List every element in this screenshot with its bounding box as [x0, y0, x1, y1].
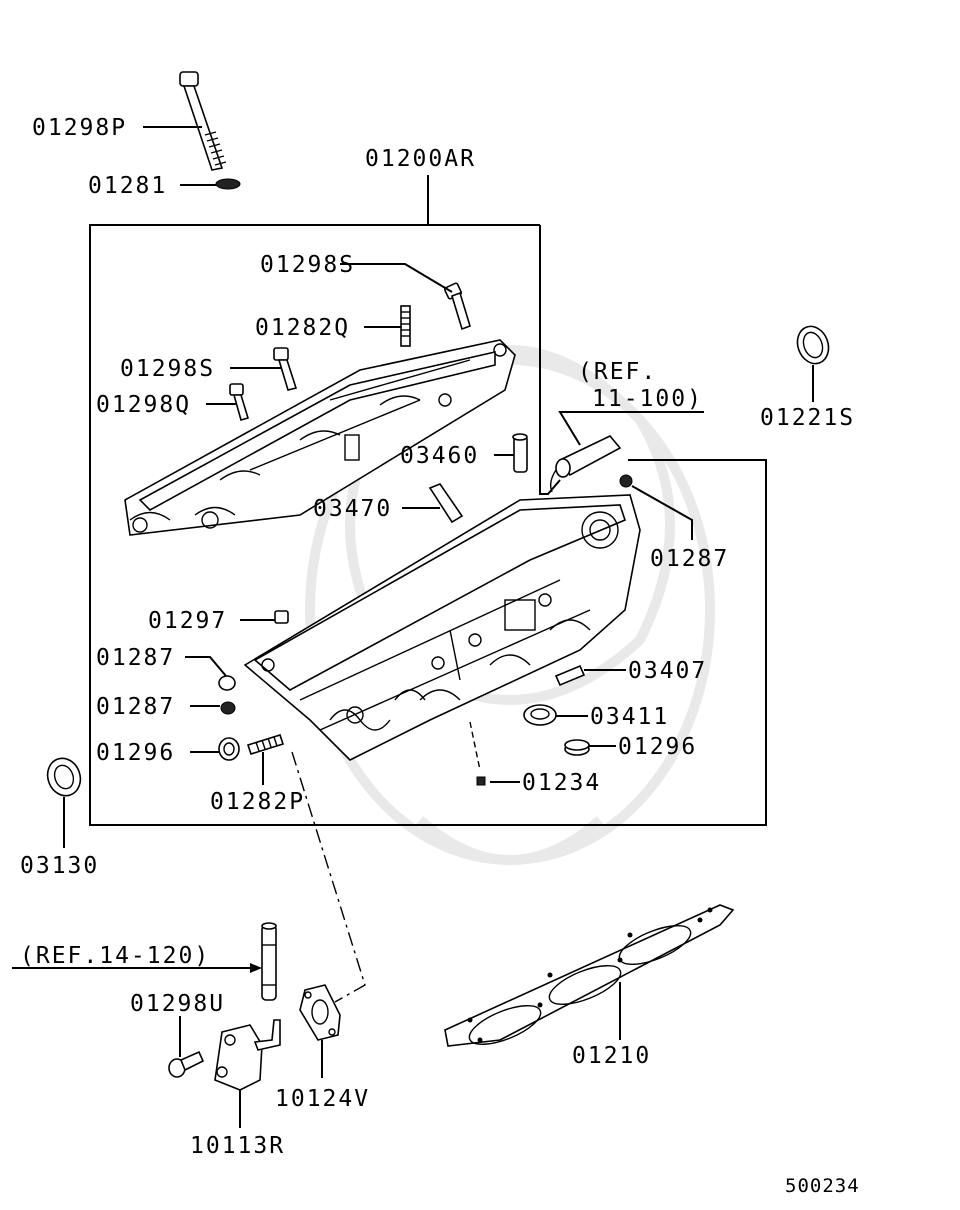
sensor-ref-11-100[interactable] [549, 435, 622, 493]
label-03130: 03130 [20, 853, 99, 879]
label-01287-b: 01287 [96, 694, 175, 720]
bolt-01298U[interactable] [168, 1050, 205, 1078]
head-bolt-01298P[interactable] [179, 71, 227, 171]
assembly-bracket [89, 224, 767, 826]
label-01200AR: 01200AR [365, 146, 476, 172]
diagram-number: 500234 [785, 1175, 860, 1197]
plug-01296-right[interactable] [564, 739, 590, 756]
bolt-01298Q[interactable] [229, 383, 250, 421]
label-03460: 03460 [400, 443, 479, 469]
stud-01282Q[interactable] [400, 305, 411, 347]
label-ref-11-100-b: 11-100) [592, 386, 703, 412]
plug-01234[interactable] [476, 776, 486, 786]
label-01298P: 01298P [32, 115, 127, 141]
label-01296-left: 01296 [96, 740, 175, 766]
label-01296-right: 01296 [618, 734, 697, 760]
label-01298Q: 01298Q [96, 392, 191, 418]
label-01210: 01210 [572, 1043, 651, 1069]
label-01298U: 01298U [130, 991, 225, 1017]
label-01298S-mid: 01298S [120, 356, 215, 382]
plug-01296-left[interactable] [218, 737, 240, 761]
label-03411: 03411 [590, 704, 669, 730]
washer-01281[interactable] [215, 178, 241, 190]
seal-03411[interactable] [523, 704, 557, 726]
label-01282Q: 01282Q [255, 315, 350, 341]
label-10113R: 10113R [190, 1133, 285, 1159]
seal-01221S[interactable] [792, 322, 833, 368]
label-01297: 01297 [148, 608, 227, 634]
cap-01297[interactable] [274, 610, 289, 624]
sleeve-03460[interactable] [512, 433, 528, 473]
water-pipe-ref-14-120[interactable] [261, 922, 277, 1001]
label-10124V: 10124V [275, 1086, 370, 1112]
label-03470: 03470 [313, 496, 392, 522]
label-ref-11-100-a: (REF. [578, 359, 657, 385]
label-01287-a: 01287 [96, 645, 175, 671]
dowel-03470[interactable] [428, 483, 464, 524]
label-01287-right: 01287 [650, 546, 729, 572]
water-outlet-10113R[interactable] [214, 1019, 281, 1091]
cylinder-head[interactable] [243, 494, 641, 761]
plug-01287-a[interactable] [218, 675, 236, 691]
label-ref-14-120: (REF.14-120) [20, 943, 210, 969]
label-03407: 03407 [628, 658, 707, 684]
label-01221S: 01221S [760, 405, 855, 431]
label-01282P: 01282P [210, 789, 305, 815]
bolt-01298S-mid[interactable] [273, 347, 298, 391]
head-gasket-01210[interactable] [444, 904, 735, 1052]
camshaft-carrier[interactable] [124, 339, 516, 536]
plug-01287-right[interactable] [619, 474, 633, 488]
label-01281: 01281 [88, 173, 167, 199]
label-01298S-top: 01298S [260, 252, 355, 278]
gasket-10124V[interactable] [299, 984, 341, 1041]
label-01234: 01234 [522, 770, 601, 796]
stud-01282P[interactable] [246, 734, 285, 755]
pin-03407[interactable] [554, 664, 586, 687]
bolt-01298S-top[interactable] [443, 282, 471, 331]
plug-01287-b[interactable] [220, 701, 236, 715]
seal-03130[interactable] [42, 754, 85, 801]
